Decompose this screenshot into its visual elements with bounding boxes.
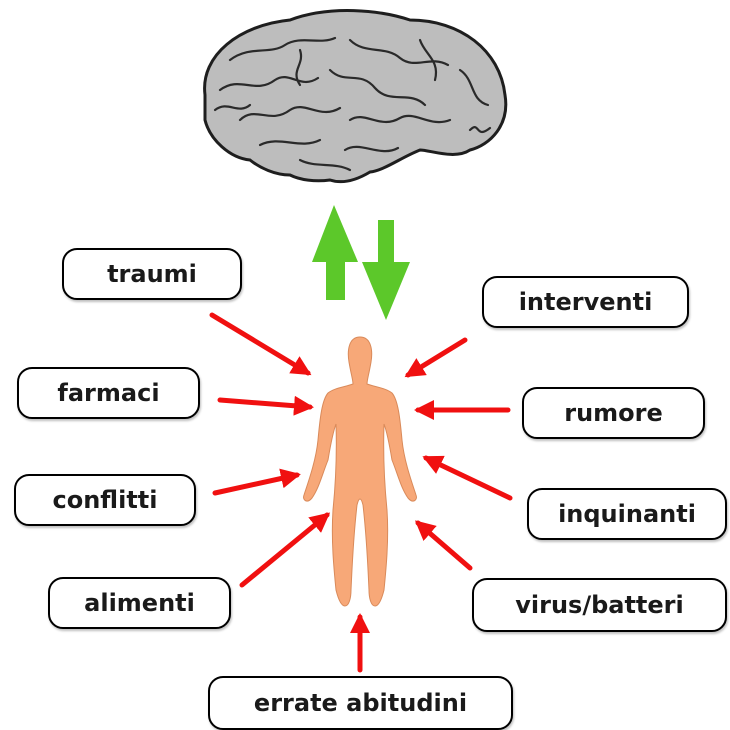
label-alimenti: alimenti xyxy=(48,577,231,629)
human-body-icon xyxy=(304,337,417,606)
label-inquinanti: inquinanti xyxy=(527,488,727,540)
label-conflitti: conflitti xyxy=(14,474,196,526)
arrow-conflitti xyxy=(215,475,297,493)
label-interventi: interventi xyxy=(482,276,689,328)
arrow-interventi xyxy=(408,340,465,375)
label-virus-batteri: virus/batteri xyxy=(472,578,727,632)
arrow-inquinanti xyxy=(426,458,510,498)
label-rumore: rumore xyxy=(522,387,705,439)
label-farmaci: farmaci xyxy=(17,367,200,419)
bidirectional-arrows-icon xyxy=(312,205,410,320)
arrow-farmaci xyxy=(220,400,310,407)
brain-icon xyxy=(205,11,506,182)
label-errate-abitudini: errate abitudini xyxy=(208,676,513,730)
arrow-alimenti xyxy=(242,515,327,585)
arrow-traumi xyxy=(212,315,308,373)
arrow-virus-batteri xyxy=(418,523,470,568)
label-traumi: traumi xyxy=(62,248,242,300)
